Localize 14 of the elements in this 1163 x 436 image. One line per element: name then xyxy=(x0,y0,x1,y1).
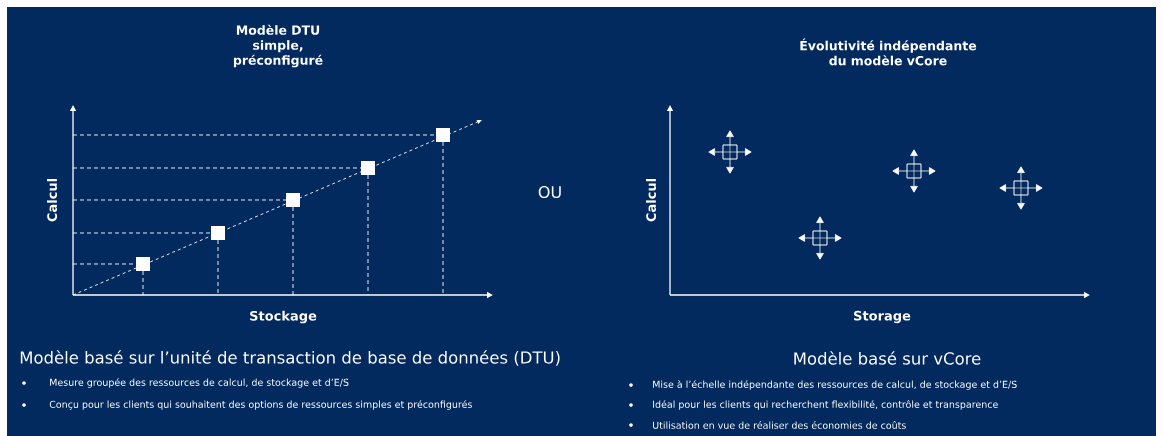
axis-label: Calcul xyxy=(645,179,657,222)
chart-title: Modèle DTU simple, préconfiguré xyxy=(233,24,323,68)
chart-title: Évolutivité indépendante du modèle vCore xyxy=(800,38,977,66)
bullet-text: Mise à l’échelle indépendante des ressources de calcul, de stockage et d’E/S xyxy=(653,380,1017,390)
section-heading: Modèle basé sur l’unité de transaction de base de données (DTU) xyxy=(20,350,560,366)
axis-label: Calcul xyxy=(47,179,58,222)
section-heading: Modèle basé sur vCore xyxy=(794,351,981,365)
separator-text: OU xyxy=(538,185,561,199)
axis-label: Storage xyxy=(854,310,911,324)
bullet-text: Mesure groupée des ressources de calcul, de stockage et d’E/S xyxy=(50,378,349,388)
bullet-text: Idéal pour les clients qui recherchent flexibilité, contrôle et transparence xyxy=(653,400,998,410)
axis-label: Stockage xyxy=(250,310,317,324)
bullet-text: Utilisation en vue de réaliser des économies de coûts xyxy=(653,421,906,429)
bullet-text: Conçu pour les clients qui souhaitent des options de ressources simples et préconfigurés xyxy=(49,400,472,410)
